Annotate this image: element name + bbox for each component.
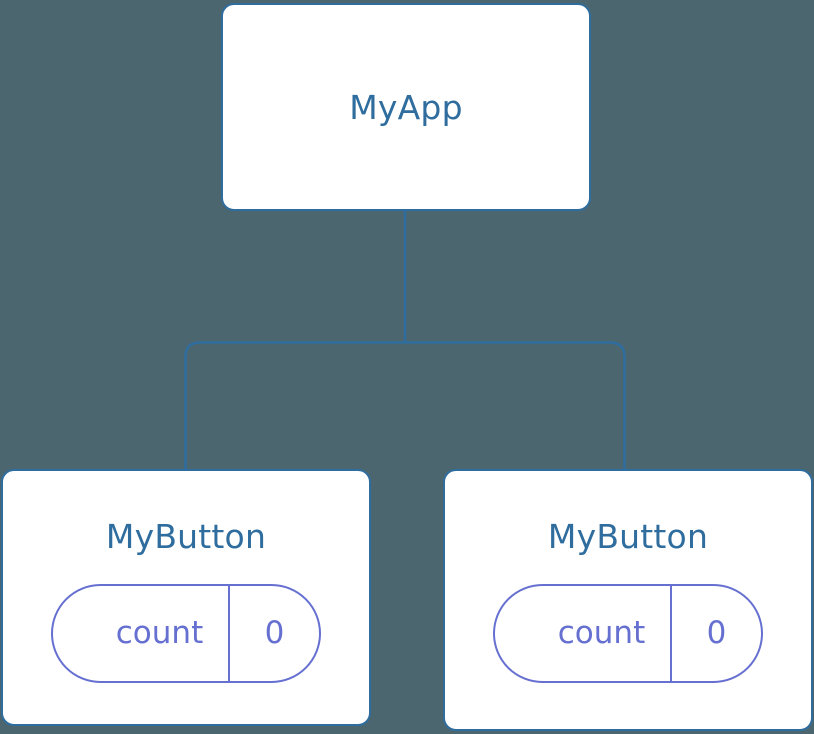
node-mybutton-left-label: MyButton bbox=[105, 517, 267, 556]
node-myapp[interactable]: MyApp bbox=[221, 3, 591, 211]
state-pill-left-key: count bbox=[115, 615, 204, 651]
state-pill-right-value: 0 bbox=[670, 586, 761, 681]
node-myapp-label: MyApp bbox=[349, 87, 463, 127]
state-pill-left[interactable]: count 0 bbox=[51, 584, 321, 683]
node-mybutton-right-label: MyButton bbox=[547, 517, 709, 556]
edge-root-to-child-left bbox=[184, 341, 405, 470]
node-mybutton-right[interactable]: MyButton count 0 bbox=[443, 469, 813, 731]
state-pill-right[interactable]: count 0 bbox=[493, 584, 763, 683]
edge-root-to-child-right bbox=[405, 341, 626, 470]
state-pill-left-value: 0 bbox=[228, 586, 319, 681]
state-pill-right-key: count bbox=[557, 615, 646, 651]
node-mybutton-left[interactable]: MyButton count 0 bbox=[1, 469, 371, 726]
